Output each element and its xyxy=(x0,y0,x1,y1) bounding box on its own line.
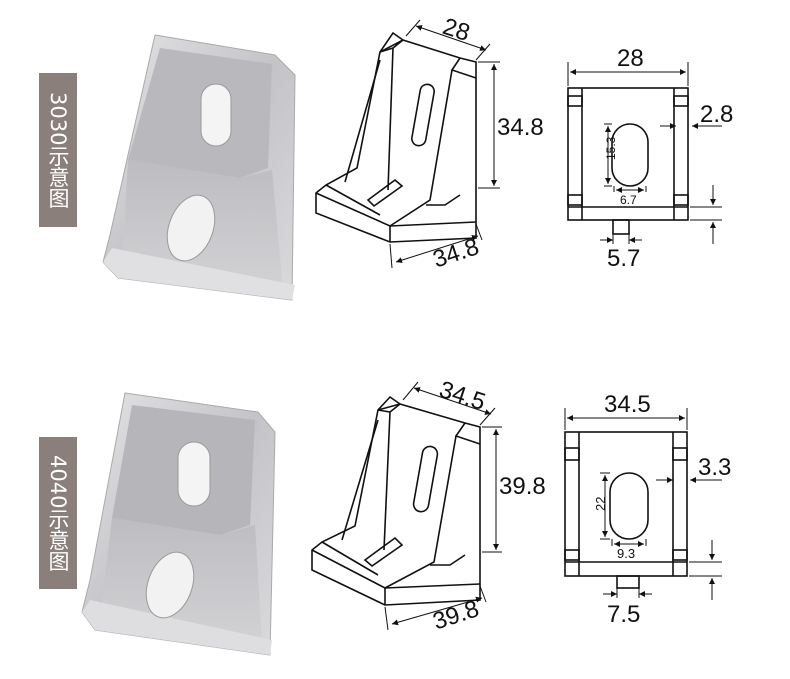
dim-iso-height-3030: 34.8 xyxy=(497,114,544,141)
dim-front-base-3030: 5.7 xyxy=(607,245,640,272)
iso-dimensions-4040 xyxy=(384,381,502,631)
dim-front-slot-width-4040: 9.3 xyxy=(617,546,635,561)
bracket-photo-4040 xyxy=(81,392,276,656)
dim-iso-top-4040: 34.5 xyxy=(436,376,489,416)
front-dimensions-3030 xyxy=(567,62,722,244)
label-tag-text: 3030示意图 xyxy=(46,91,70,209)
bracket-photo-3030 xyxy=(102,34,296,301)
front-view-4040 xyxy=(564,431,688,589)
dim-front-thickness-4040: 3.3 xyxy=(698,454,731,481)
dim-front-width-3030: 28 xyxy=(617,45,644,72)
dim-iso-bottom-4040: 39.8 xyxy=(430,595,483,635)
label-tag-3030: 3030示意图 xyxy=(39,73,77,227)
front-dimensions-4040 xyxy=(564,408,722,600)
label-tag-4040: 4040示意图 xyxy=(39,437,77,589)
iso-dimensions-3030 xyxy=(389,19,500,269)
dim-front-slot-height-4040: 22 xyxy=(593,497,608,511)
dim-front-slot-width-3030: 6.7 xyxy=(620,193,637,207)
label-tag-text: 4040示意图 xyxy=(46,454,70,572)
iso-drawing-4040 xyxy=(311,395,481,606)
dim-iso-height-4040: 39.8 xyxy=(499,473,546,500)
dim-front-width-4040: 34.5 xyxy=(604,391,651,418)
iso-drawing-3030 xyxy=(315,31,477,243)
dim-front-base-4040: 7.5 xyxy=(607,601,640,628)
front-view-3030 xyxy=(567,87,689,235)
dim-front-slot-height-3030: 15.3 xyxy=(604,136,618,160)
dim-front-thickness-3030: 2.8 xyxy=(700,101,733,128)
dim-iso-top-3030: 28 xyxy=(439,13,473,47)
